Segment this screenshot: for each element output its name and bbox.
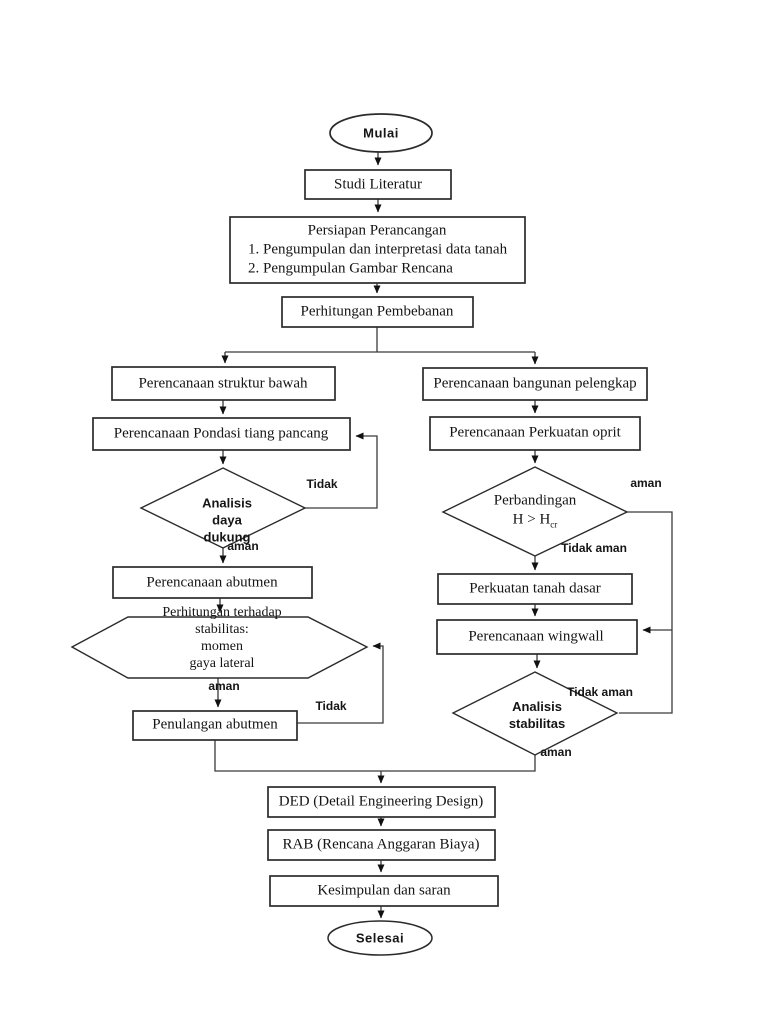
analisis-line-3: dukung	[203, 529, 251, 545]
merge-line	[214, 740, 536, 772]
kesimpulan-box	[269, 875, 499, 907]
studi-literatur-box	[304, 169, 452, 200]
perhitungan-label: Perhitungan Pembebanan	[300, 303, 454, 320]
ded-box	[267, 786, 496, 818]
hex-line-1: Perhitungan terhadap	[162, 605, 282, 620]
edge-label-tidak-aman-2: Tidak aman	[567, 685, 633, 699]
stabilitas-hexagon	[70, 616, 369, 679]
analisis-daya-dukung-label: Analisis daya dukung	[202, 495, 252, 546]
bangunan-pelengkap-label: Perencanaan bangunan pelengkap	[433, 375, 637, 392]
edge-label-tidak-aman-1: Tidak aman	[561, 541, 627, 555]
analisis-stabilitas-diamond	[451, 671, 619, 756]
mulai-label: Mulai	[363, 125, 399, 141]
ded-label: DED (Detail Engineering Design)	[278, 793, 484, 810]
rab-label: RAB (Rencana Anggaran Biaya)	[282, 836, 480, 853]
analisis-line-2: daya	[212, 512, 242, 528]
selesai-terminator-shape	[327, 920, 433, 956]
edge-label-aman-4: aman	[540, 745, 572, 759]
persiapan-box	[229, 216, 526, 284]
wingwall-box	[436, 619, 638, 655]
stabilitas-line-1: Analisis	[512, 699, 562, 714]
connector-lines	[214, 152, 673, 919]
perbandingan-subscript: cr	[550, 519, 558, 530]
loop-tidak-to-pondasi	[305, 432, 378, 509]
edge-label-aman-2: aman	[208, 679, 240, 693]
stabilitas-hexagon-label: Perhitungan terhadap stabilitas: momen g…	[162, 604, 281, 672]
perbandingan-diamond	[441, 466, 629, 557]
persiapan-title: Persiapan Perancangan	[307, 222, 447, 239]
penulangan-label: Penulangan abutmen	[152, 716, 278, 733]
struktur-bawah-box	[111, 366, 336, 401]
stabilitas-line-2: stabilitas	[508, 716, 566, 731]
hex-line-3: momen	[200, 639, 243, 654]
loop-tidak-to-hexagon	[297, 642, 384, 724]
pondasi-label: Perencanaan Pondasi tiang pancang	[113, 425, 329, 442]
perbandingan-line-2: H > Hcr	[494, 511, 576, 535]
perkuatan-oprit-box	[429, 416, 641, 451]
rab-box	[267, 829, 496, 861]
persiapan-item-2: 2. Pengumpulan Gambar Rencana	[248, 260, 453, 277]
wingwall-label: Perencanaan wingwall	[468, 628, 604, 645]
perbandingan-label: Perbandingan H > Hcr	[494, 492, 576, 535]
penulangan-box	[132, 710, 298, 741]
right-aman-loop-line	[619, 511, 673, 714]
perhitungan-box	[281, 296, 474, 328]
abutmen-label: Perencanaan abutmen	[146, 574, 278, 591]
edge-label-tidak-1: Tidak	[306, 477, 338, 491]
perbandingan-formula: H > H	[512, 511, 551, 528]
perkuatan-tanah-label: Perkuatan tanah dasar	[469, 580, 601, 597]
analisis-line-1: Analisis	[202, 495, 252, 511]
hex-line-2: stabilitas:	[195, 622, 249, 637]
selesai-label: Selesai	[355, 930, 405, 946]
persiapan-item-1: 1. Pengumpulan dan interpretasi data tan…	[248, 241, 508, 258]
studi-literatur-label: Studi Literatur	[334, 176, 422, 193]
mulai-terminator-shape	[329, 113, 433, 153]
edge-label-aman-3: aman	[630, 476, 662, 490]
perkuatan-oprit-label: Perencanaan Perkuatan oprit	[449, 424, 621, 441]
kesimpulan-label: Kesimpulan dan saran	[317, 882, 451, 899]
abutmen-box	[112, 566, 313, 599]
perbandingan-line-1: Perbandingan	[493, 492, 577, 509]
struktur-bawah-label: Perencanaan struktur bawah	[138, 375, 308, 392]
pondasi-box	[92, 417, 351, 451]
analisis-stabilitas-label: Analisis stabilitas	[509, 698, 565, 732]
perkuatan-tanah-box	[437, 573, 633, 605]
analisis-daya-dukung-diamond	[139, 467, 307, 549]
hex-line-4: gaya lateral	[189, 656, 255, 671]
bangunan-pelengkap-box	[422, 367, 648, 401]
edge-label-aman-1: aman	[227, 539, 259, 553]
edge-label-tidak-2: Tidak	[315, 699, 347, 713]
